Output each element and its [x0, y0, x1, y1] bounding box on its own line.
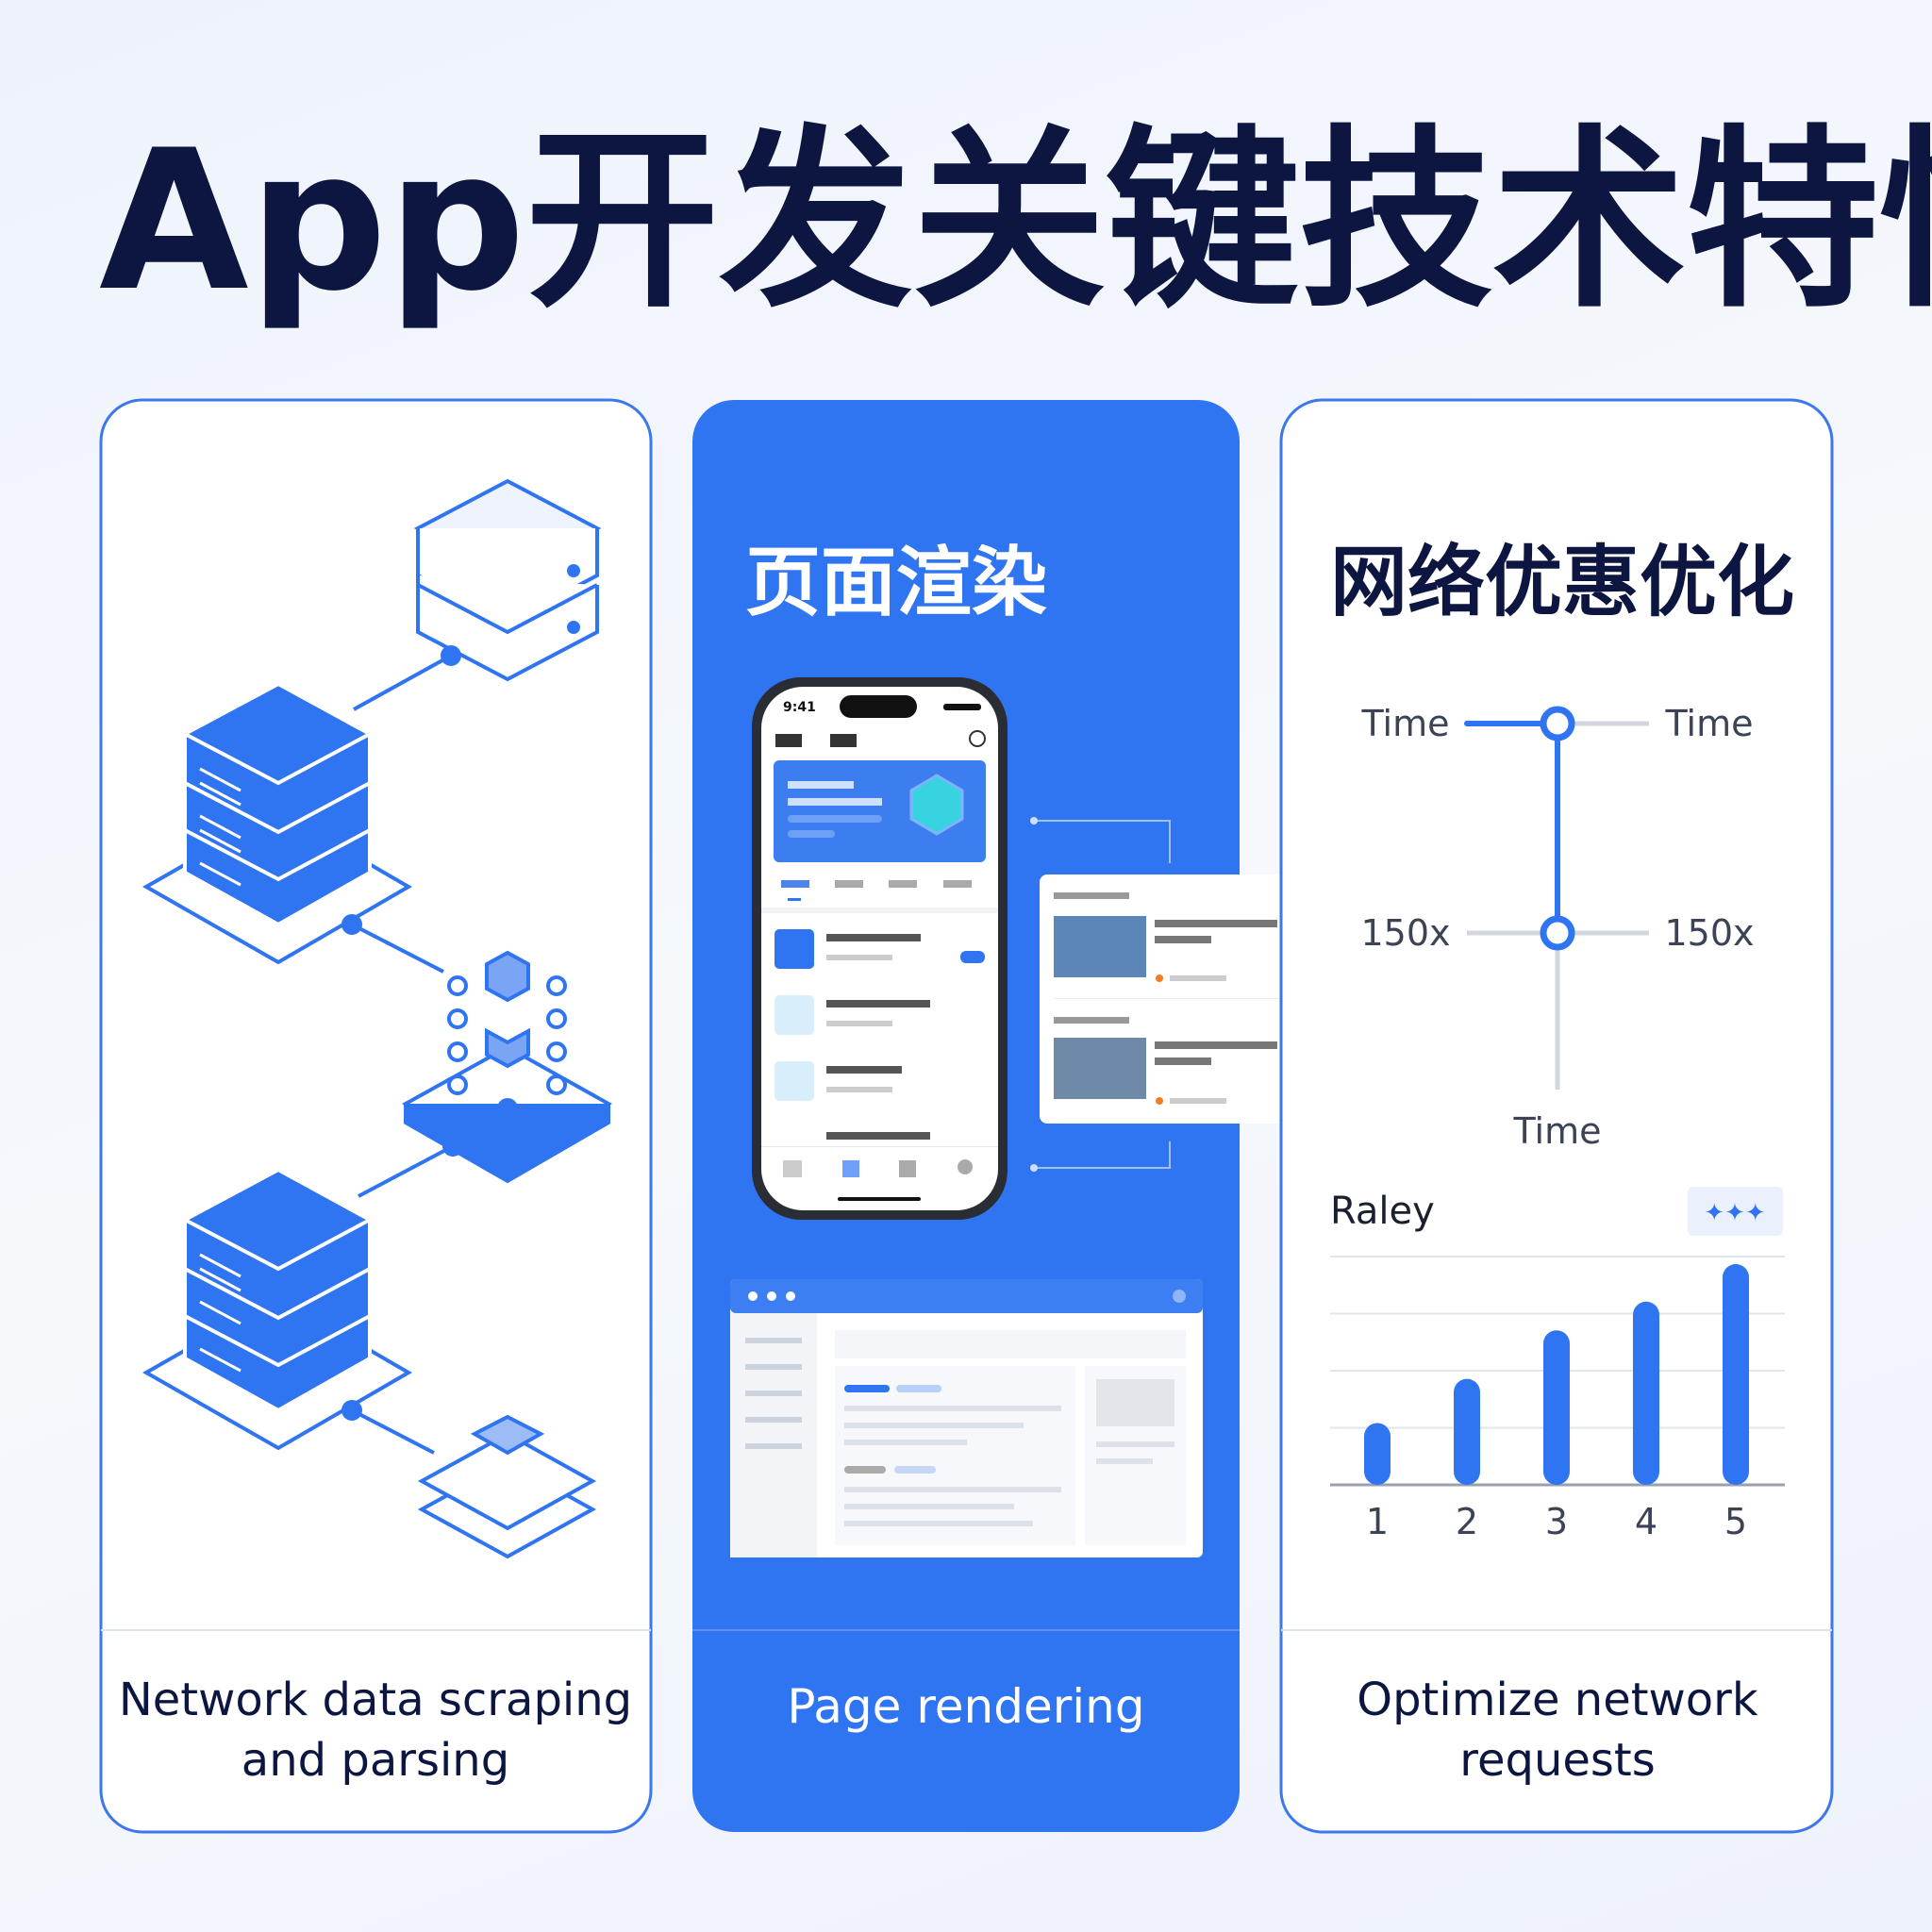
card-rendering: 页面渲染 9:41	[692, 400, 1325, 1832]
timeline-diagram: Time Time 150x 150x Time	[1360, 703, 1754, 1152]
database-outline-icon	[413, 478, 602, 682]
x-tick-label: 5	[1724, 1501, 1747, 1542]
layers-icon	[417, 1414, 597, 1559]
feed-card-mockup	[1040, 874, 1325, 1124]
card-scraping: Network data scraping and parsing	[99, 398, 653, 1834]
timeline-label: Time	[1513, 1110, 1602, 1152]
x-tick-label: 3	[1545, 1501, 1568, 1542]
card-caption: requests	[1459, 1734, 1655, 1787]
bar-5	[1723, 1264, 1749, 1485]
bar-4	[1633, 1301, 1659, 1485]
browser-mockup	[730, 1279, 1203, 1557]
card-caption: Page rendering	[787, 1679, 1144, 1734]
timeline-label: 150x	[1360, 912, 1450, 954]
x-tick-label: 1	[1366, 1501, 1389, 1542]
timeline-node	[1540, 706, 1575, 741]
server-network-illustration	[142, 478, 613, 1559]
x-tick-label: 4	[1635, 1501, 1657, 1542]
bar-chart: Raley ✦✦✦ 1 2 3 4 5	[1330, 1187, 1785, 1542]
card-caption: Network data scraping	[119, 1674, 632, 1726]
card-network-optimization: 网络优惠优化 Time Time 150x 150x Time Raley ✦✦…	[1279, 398, 1834, 1834]
sparkle-icon: ✦✦✦	[1704, 1199, 1765, 1227]
timeline-label: 150x	[1664, 912, 1754, 954]
card-heading: 网络优惠优化	[1330, 538, 1794, 627]
timeline-label: Time	[1361, 703, 1450, 744]
bar-2	[1454, 1378, 1480, 1485]
card-caption: and parsing	[242, 1734, 509, 1787]
server-solid-icon	[142, 1167, 412, 1451]
phone-time: 9:41	[783, 700, 816, 715]
page-title: App开发关键技术特性	[99, 109, 1932, 334]
phone-mockup: 9:41	[752, 677, 1008, 1220]
card-caption: Optimize network	[1357, 1674, 1758, 1726]
card-heading: 页面渲染	[745, 539, 1047, 626]
phone-list-items	[774, 929, 985, 1140]
timeline-node	[1540, 915, 1575, 951]
chart-title: Raley	[1330, 1190, 1435, 1233]
data-nodes-icon	[401, 950, 613, 1184]
bar-3	[1543, 1330, 1570, 1485]
chart-badge[interactable]	[1688, 1187, 1783, 1236]
bar-1	[1364, 1423, 1391, 1485]
x-tick-label: 2	[1456, 1501, 1478, 1542]
timeline-label: Time	[1665, 703, 1754, 744]
